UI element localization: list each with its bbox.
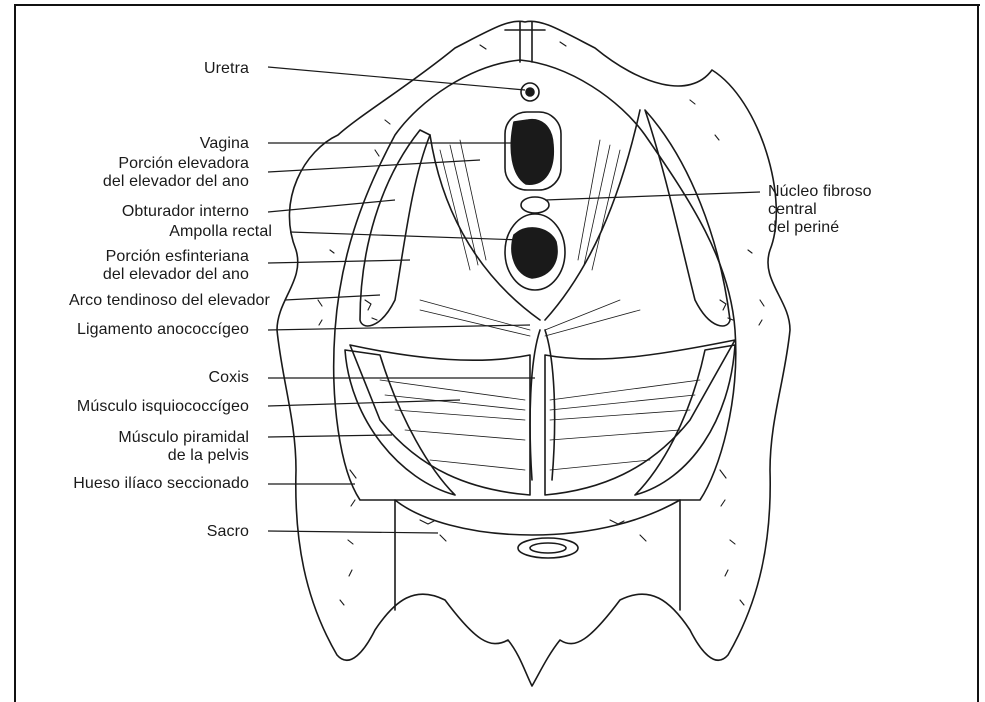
label-hueso-iliaco: Hueso ilíaco seccionado bbox=[73, 475, 249, 493]
label-nucleo-fibroso: Núcleo fibroso central del periné bbox=[768, 183, 872, 237]
label-arco-tendinoso: Arco tendinoso del elevador bbox=[69, 292, 270, 310]
coccygeus-right bbox=[545, 340, 735, 495]
levator-right bbox=[545, 110, 640, 320]
sacral-foramen bbox=[518, 538, 578, 558]
coccygeus-left bbox=[350, 345, 530, 495]
obturator-right bbox=[645, 110, 730, 326]
label-sacro: Sacro bbox=[207, 523, 249, 541]
label-porcion-esfinteriana: Porción esfinteriana del elevador del an… bbox=[103, 248, 249, 284]
label-ampolla-rectal: Ampolla rectal bbox=[169, 223, 272, 241]
label-musculo-piramidal: Músculo piramidal de la pelvis bbox=[118, 429, 249, 465]
label-musculo-isquiococcigeo: Músculo isquiococcígeo bbox=[77, 398, 249, 416]
label-vagina: Vagina bbox=[200, 135, 249, 153]
label-uretra: Uretra bbox=[204, 60, 249, 78]
sacrum-band bbox=[395, 500, 680, 535]
obturator-left bbox=[360, 130, 430, 326]
perineal-body bbox=[521, 197, 549, 213]
label-ligamento-anococcigeo: Ligamento anococcígeo bbox=[77, 321, 249, 339]
label-coxis: Coxis bbox=[208, 369, 249, 387]
pubic-symphysis bbox=[505, 22, 545, 62]
label-obturador-interno: Obturador interno bbox=[122, 203, 249, 221]
label-porcion-elevadora: Porción elevadora del elevador del ano bbox=[103, 155, 249, 191]
coccyx bbox=[530, 330, 555, 480]
